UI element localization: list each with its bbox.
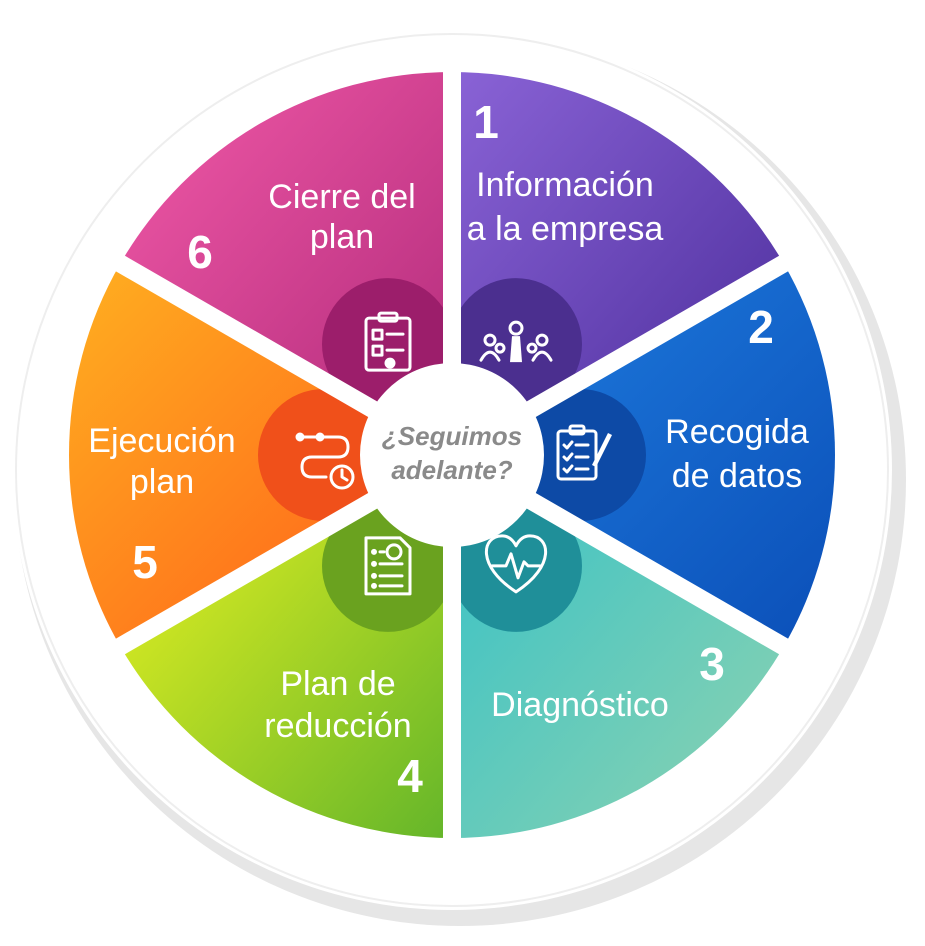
segment-1-number: 1 (473, 96, 499, 148)
meeting-people-icon (479, 320, 553, 363)
segment-1-label-line1: Información (476, 166, 654, 204)
segment-3-label-line1: Diagnóstico (491, 686, 669, 724)
segment-6-number: 6 (187, 226, 213, 278)
segment-2-icon-circle (514, 389, 646, 521)
segment-4-number: 4 (397, 750, 423, 802)
center-question-line2: adelante? (391, 455, 512, 485)
segment-4-label-line2: reducción (264, 707, 411, 745)
segment-5-number: 5 (132, 536, 158, 588)
center-question-line1: ¿Seguimos (382, 421, 522, 451)
segment-6-label-line1: Cierre del (268, 178, 415, 216)
segment-1-label-line2: a la empresa (467, 210, 664, 248)
segment-6-label-line2: plan (310, 218, 374, 256)
clipboard-plan-icon (364, 311, 412, 372)
heart-pulse-icon (485, 534, 547, 594)
segment-3-number: 3 (699, 638, 725, 690)
segment-5-label-line1: Ejecución (88, 422, 235, 460)
segment-5-label-line2: plan (130, 463, 194, 501)
clipboard-checklist-pen-icon (556, 424, 612, 481)
document-report-icon (364, 536, 412, 596)
segment-2-label-line2: de datos (672, 457, 802, 495)
wheel-ring-edge (15, 33, 889, 907)
segment-2-label-line1: Recogida (665, 413, 809, 451)
roadmap-clock-icon (295, 432, 355, 490)
segment-4-label-line1: Plan de (280, 665, 395, 703)
segment-5-icon-circle (258, 389, 390, 521)
segment-2-number: 2 (748, 301, 774, 353)
center-hub (360, 363, 544, 547)
